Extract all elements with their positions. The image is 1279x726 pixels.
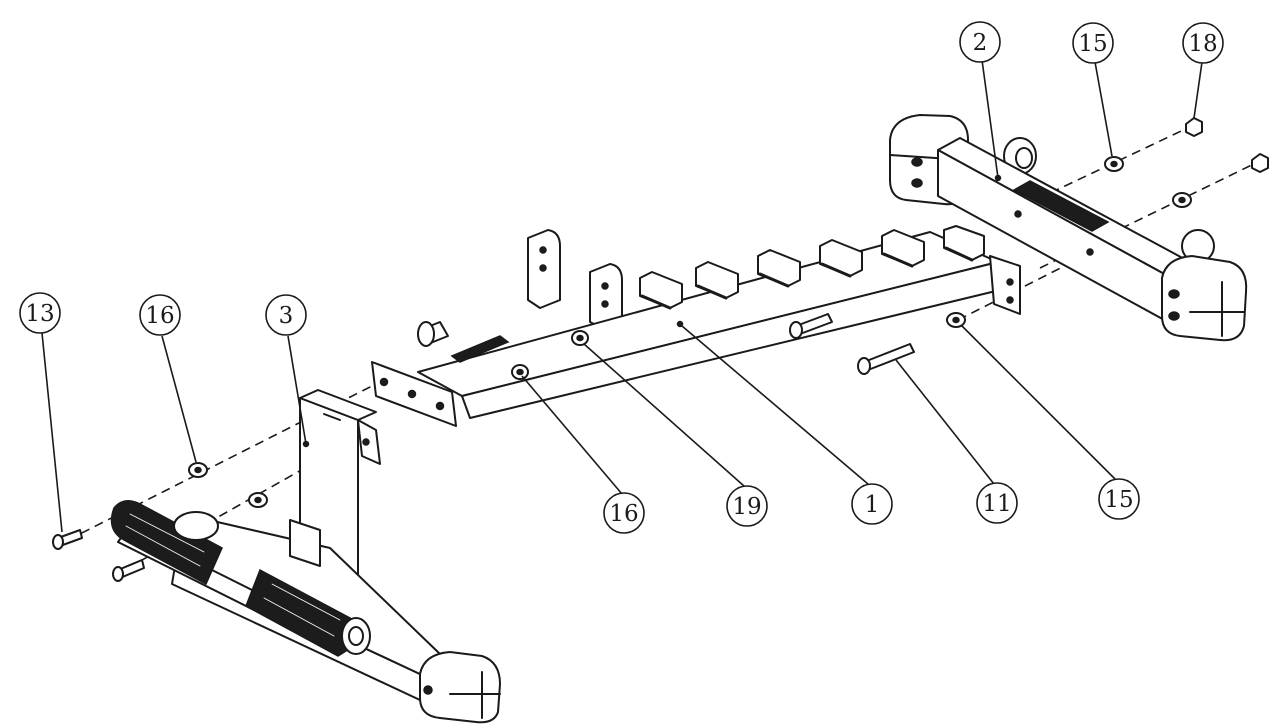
rear-stabilizer-part bbox=[889, 114, 1248, 342]
hardware-parts bbox=[52, 117, 1269, 582]
callout-3: 3 bbox=[265, 294, 307, 336]
callout-15-bottom: 15 bbox=[1098, 478, 1140, 520]
front-stabilizer-part bbox=[110, 500, 501, 724]
main-frame-part bbox=[371, 225, 1021, 427]
callout-1-label: 1 bbox=[865, 492, 880, 518]
callout-3-label: 3 bbox=[279, 303, 294, 329]
callout-18: 18 bbox=[1182, 22, 1224, 64]
callout-16-bottom-label: 16 bbox=[609, 501, 638, 527]
callout-leaders bbox=[41, 59, 1203, 533]
callout-13: 13 bbox=[19, 292, 61, 334]
callout-2-label: 2 bbox=[973, 30, 988, 56]
callout-18-label: 18 bbox=[1188, 31, 1217, 57]
callout-11-label: 11 bbox=[982, 491, 1011, 517]
callout-13-label: 13 bbox=[25, 301, 54, 327]
callout-16-left-label: 16 bbox=[145, 303, 174, 329]
callout-15-top: 15 bbox=[1072, 22, 1114, 64]
callout-11: 11 bbox=[976, 482, 1018, 524]
callout-16-left: 16 bbox=[139, 294, 181, 336]
callout-15-top-label: 15 bbox=[1078, 31, 1107, 57]
callout-19: 19 bbox=[726, 485, 768, 527]
callout-15-bottom-label: 15 bbox=[1104, 487, 1133, 513]
callout-19-label: 19 bbox=[732, 494, 761, 520]
callout-1: 1 bbox=[851, 483, 893, 525]
callout-2: 2 bbox=[959, 21, 1001, 63]
callout-16-bottom: 16 bbox=[603, 492, 645, 534]
